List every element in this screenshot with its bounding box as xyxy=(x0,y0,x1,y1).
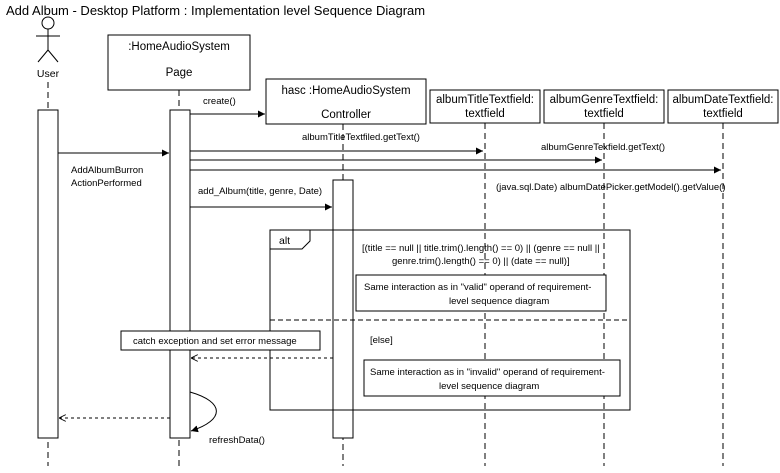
action-performed-label-line1: AddAlbumBurron xyxy=(71,165,143,176)
lifeline-album-title-type: textfield xyxy=(465,108,505,120)
lifeline-album-title-textfield: albumTitleTextfield: textfield xyxy=(429,89,541,124)
alt-guard-line1: [(title == null || title.trim().length()… xyxy=(362,243,600,254)
refresh-data-label: refreshData() xyxy=(209,435,265,446)
refresh-data-self-arrow xyxy=(189,391,217,433)
user-actor-label: User xyxy=(37,68,60,80)
alt-fragment-label: alt xyxy=(279,235,290,247)
get-date-label: (java.sql.Date) albumDatePicker.getModel… xyxy=(496,182,726,193)
get-title-label: albumTitleTextfiled.getText() xyxy=(302,132,420,143)
lifeline-page: :HomeAudioSystem Page xyxy=(107,34,251,91)
add-album-label: add_Album(title, genre, Date) xyxy=(198,186,322,197)
valid-note-line2: level sequence diagram xyxy=(449,296,549,307)
user-actor-icon xyxy=(36,16,60,63)
lifeline-album-title-name: albumTitleTextfield: xyxy=(436,94,534,106)
lifeline-controller-type: Controller xyxy=(321,109,371,121)
page-activation-bar xyxy=(169,109,191,439)
catch-exception-note xyxy=(120,330,321,351)
user-activation-bar xyxy=(37,109,59,439)
diagram-title: Add Album - Desktop Platform : Implement… xyxy=(6,3,425,18)
lifeline-album-date-type: textfield xyxy=(703,108,743,120)
alt-guard-line2: genre.trim().length() == 0) || (date == … xyxy=(392,256,570,267)
lifeline-controller-name: hasc :HomeAudioSystem xyxy=(281,85,410,97)
lifeline-album-date-textfield: albumDateTextfield: textfield xyxy=(667,89,779,124)
invalid-note-line1: Same interaction as in "invalid" operand… xyxy=(370,367,605,378)
else-guard: [else] xyxy=(370,335,393,346)
invalid-operand-note xyxy=(363,359,621,397)
catch-exception-text: catch exception and set error message xyxy=(133,336,297,347)
lifeline-controller: hasc :HomeAudioSystem Controller xyxy=(265,78,427,125)
lifeline-page-name: :HomeAudioSystem xyxy=(128,41,230,53)
lifeline-page-type: Page xyxy=(166,67,193,79)
lifeline-album-genre-textfield: albumGenreTextfield: textfield xyxy=(543,89,665,124)
lifeline-album-genre-type: textfield xyxy=(584,108,624,120)
invalid-note-line2: level sequence diagram xyxy=(439,381,539,392)
alt-fragment-tag xyxy=(269,229,311,250)
action-performed-label-line2: ActionPerformed xyxy=(71,178,142,189)
lifeline-album-genre-name: albumGenreTextfield: xyxy=(550,94,659,106)
valid-operand-note xyxy=(355,274,607,312)
valid-note-line1: Same interaction as in "valid" operand o… xyxy=(364,282,591,293)
controller-activation-bar xyxy=(332,179,354,439)
get-genre-label: albumGenreTexfield.getText() xyxy=(541,142,665,153)
lifeline-album-date-name: albumDateTextfield: xyxy=(673,94,774,106)
create-message-label: create() xyxy=(203,96,236,107)
